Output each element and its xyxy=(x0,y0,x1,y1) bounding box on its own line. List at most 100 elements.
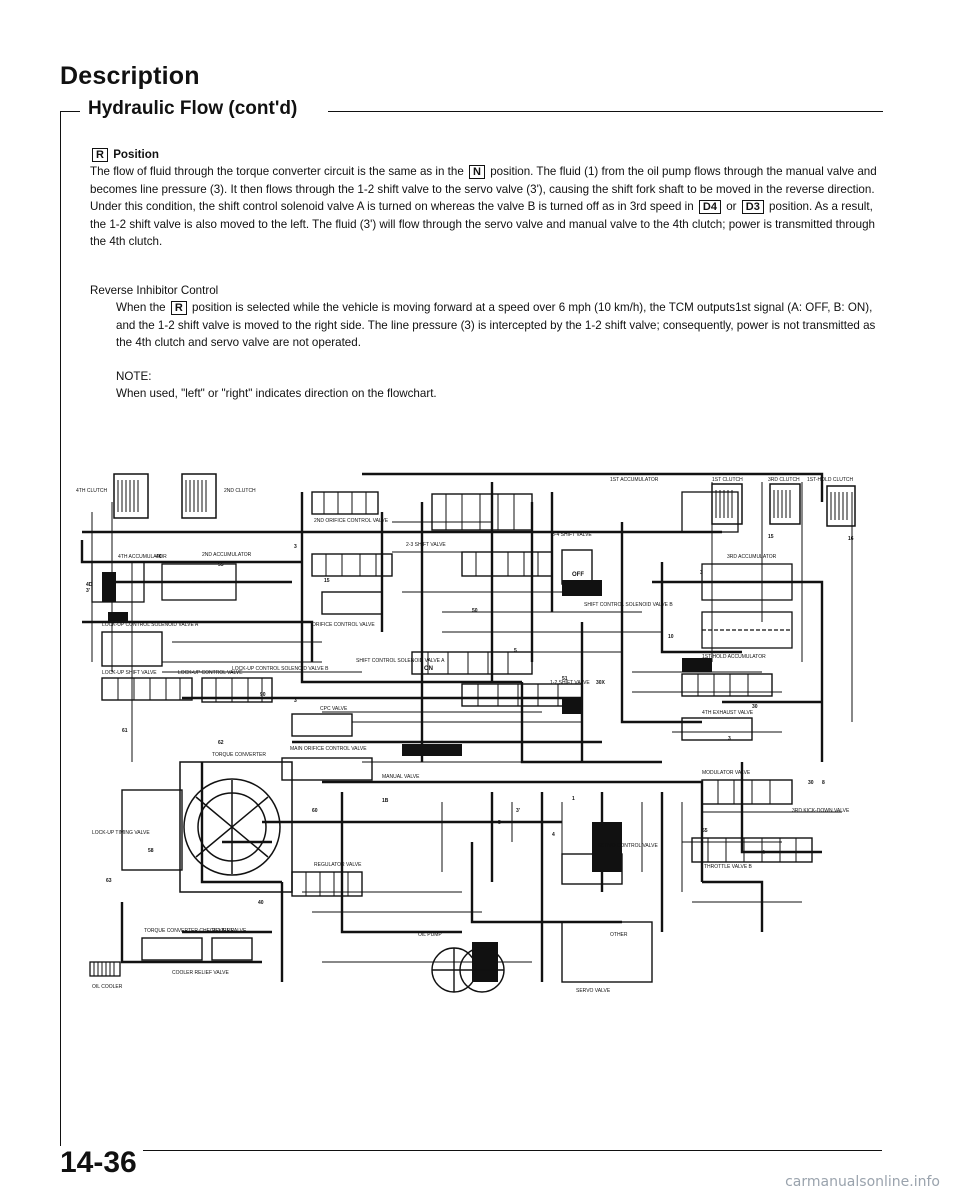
svg-text:4: 4 xyxy=(552,832,555,838)
p2-or: or xyxy=(726,200,737,214)
svg-text:3: 3 xyxy=(294,544,297,550)
label-other: OTHER xyxy=(610,932,628,938)
label-torque-conv: TORQUE CONVERTER xyxy=(212,752,266,758)
oil-cooler-symbol xyxy=(89,961,121,977)
servo-control-block xyxy=(592,822,622,872)
label-servo-ctrl: SERVO CONTROL VALVE xyxy=(598,843,658,849)
svg-text:90: 90 xyxy=(260,692,266,698)
torque-converter-symbol xyxy=(179,761,293,893)
label-sv34: 3-4 SHIFT VALVE xyxy=(552,532,592,538)
p1-text-b: position. The fluid (1) from the oil pum… xyxy=(90,165,877,196)
reverse-inhibitor-section: Reverse Inhibitor Control When the R pos… xyxy=(90,282,890,352)
hold-accumulator-block xyxy=(682,658,712,672)
r-position-heading: R Position xyxy=(90,146,890,163)
key-d3-box: D3 xyxy=(741,200,764,215)
svg-text:3: 3 xyxy=(700,570,703,576)
label-lockup-sol-a: LOCK-UP CONTROL SOLENOID VALVE A xyxy=(102,622,199,628)
label-manual: MANUAL VALVE xyxy=(382,774,420,780)
label-exhaust4: 4TH EXHAUST VALVE xyxy=(702,710,754,716)
svg-text:40: 40 xyxy=(258,900,264,906)
label-lockup-ctrl: LOCK-UP CONTROL VALVE xyxy=(178,670,243,676)
label-servo: SERVO VALVE xyxy=(576,988,611,994)
solenoid-a-block xyxy=(562,698,582,714)
svg-text:63: 63 xyxy=(106,878,112,884)
third-clutch-symbol: 3RD CLUTCH xyxy=(768,477,801,525)
frame-rule-left xyxy=(60,111,61,1151)
svg-text:5: 5 xyxy=(498,820,501,826)
key-r-box-2: R xyxy=(170,301,187,316)
second-clutch-symbol: 2ND CLUTCH xyxy=(181,473,256,519)
label-cooler-relief: COOLER RELIEF VALVE xyxy=(172,970,229,976)
label-off: OFF xyxy=(572,572,584,578)
svg-text:51: 51 xyxy=(562,676,568,682)
svg-text:58: 58 xyxy=(148,848,154,854)
label-on: ON xyxy=(424,666,433,672)
label-orifice-ctrl: ORIFICE CONTROL VALVE xyxy=(312,622,375,628)
label-clutch4: 4TH CLUTCH xyxy=(76,488,108,494)
watermark: carmanualsonline.info xyxy=(785,1174,940,1190)
paragraph-1: The flow of fluid through the torque con… xyxy=(90,163,890,198)
first-hold-clutch-symbol: 1ST-HOLD CLUTCH xyxy=(807,477,856,527)
key-r-box: R xyxy=(92,148,108,162)
frame-rule-bottom xyxy=(60,1150,882,1151)
paragraph-2: Under this condition, the shift control … xyxy=(90,198,890,250)
label-clutch2: 2ND CLUTCH xyxy=(224,488,256,494)
svg-text:60: 60 xyxy=(312,808,318,814)
label-relief: RELIEF VALVE xyxy=(212,928,247,934)
svg-text:62: 62 xyxy=(218,740,224,746)
svg-text:50: 50 xyxy=(472,608,478,614)
label-regulator: REGULATOR VALVE xyxy=(314,862,362,868)
label-sol-b: SHIFT CONTROL SOLENOID VALVE B xyxy=(584,602,673,608)
svg-text:3': 3' xyxy=(516,808,520,814)
page-number: 14-36 xyxy=(60,1146,143,1180)
accumulator-spring-base xyxy=(108,612,128,622)
fourth-accumulator-piston xyxy=(102,572,116,602)
fourth-clutch-symbol: 4TH CLUTCH xyxy=(76,473,149,519)
svg-text:30X: 30X xyxy=(596,680,606,686)
label-oil-pump: OIL PUMP xyxy=(418,932,442,938)
svg-text:15: 15 xyxy=(324,578,330,584)
svg-text:16: 16 xyxy=(848,536,854,542)
svg-text:30: 30 xyxy=(752,704,758,710)
label-sv23: 2-3 SHIFT VALVE xyxy=(406,542,446,548)
rev-text-b: position is selected while the vehicle i… xyxy=(116,301,876,350)
reverse-paragraph: When the R position is selected while th… xyxy=(90,299,890,351)
note-heading: NOTE: xyxy=(116,370,152,383)
label-hold-acc: 1ST-HOLD ACCUMULATOR xyxy=(702,654,766,660)
svg-text:30: 30 xyxy=(808,780,814,786)
label-acc4: 4TH ACCUMULATOR xyxy=(118,554,167,560)
svg-text:4D: 4D xyxy=(86,582,93,588)
label-orifice2: 2ND ORIFICE CONTROL VALVE xyxy=(314,518,389,524)
svg-text:3: 3 xyxy=(294,698,297,704)
section-subtitle: Hydraulic Flow (cont'd) xyxy=(88,98,304,120)
svg-text:8: 8 xyxy=(822,780,825,786)
key-d4-box: D4 xyxy=(698,200,721,215)
label-lockup-shift: LOCK-UP SHIFT VALVE xyxy=(102,670,157,676)
label-sol-a: SHIFT CONTROL SOLENOID VALVE A xyxy=(356,658,445,664)
hydraulic-flow-diagram: 4TH CLUTCH 2ND CLUTCH 1ST CLUTCH 3RD CLU… xyxy=(62,462,882,1008)
note-text: When used, "left" or "right" indicates d… xyxy=(116,387,437,401)
rev-text-a: When the xyxy=(116,301,166,315)
label-timing: LOCK-UP TIMING VALVE xyxy=(92,830,150,836)
label-kickdown: 3RD KICK-DOWN VALVE xyxy=(792,808,850,814)
solenoid-b-block xyxy=(562,580,602,596)
page-title: Description xyxy=(60,62,200,90)
svg-text:1B: 1B xyxy=(382,798,389,804)
note-section: NOTE: When used, "left" or "right" indic… xyxy=(90,368,896,403)
label-sv12: 1-2 SHIFT VALVE xyxy=(550,680,590,686)
p2-text-a: Under this condition, the shift control … xyxy=(90,200,694,214)
valve-bodies xyxy=(101,491,813,983)
label-hold1: 1ST-HOLD CLUTCH xyxy=(807,477,854,483)
frame-rule-top-left xyxy=(60,111,80,112)
svg-text:15: 15 xyxy=(768,534,774,540)
p2-text-b: position. As a result, the 1-2 shift val… xyxy=(90,200,875,249)
svg-text:10: 10 xyxy=(668,634,674,640)
manual-valve-block xyxy=(402,744,462,756)
label-oil-cooler: OIL COOLER xyxy=(92,984,123,990)
svg-text:4: 4 xyxy=(762,850,765,856)
svg-text:55: 55 xyxy=(702,828,708,834)
svg-text:3: 3 xyxy=(728,736,731,742)
label-clutch1: 1ST CLUTCH xyxy=(712,477,743,483)
svg-text:1: 1 xyxy=(572,796,575,802)
label-modulator: MODULATOR VALVE xyxy=(702,770,751,776)
